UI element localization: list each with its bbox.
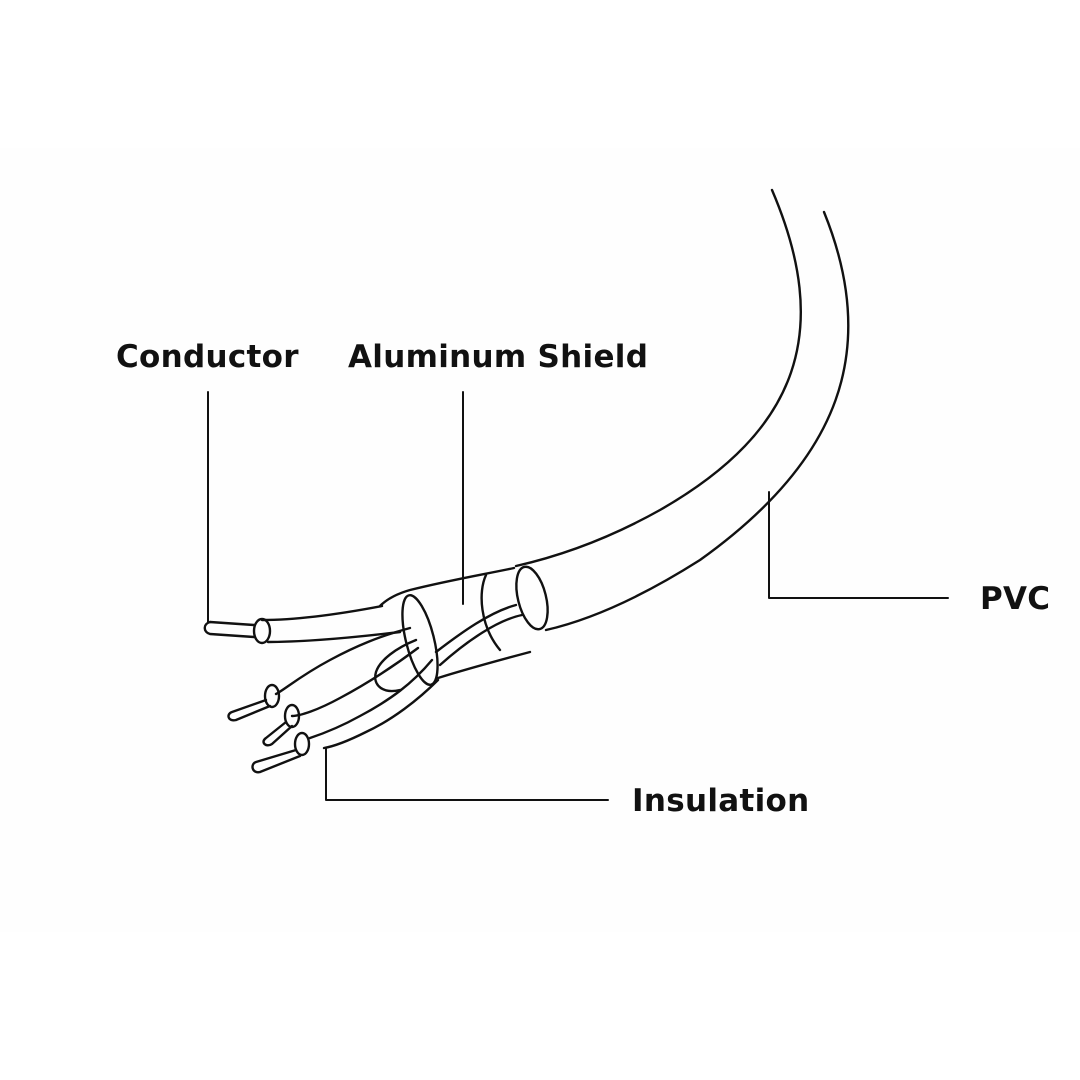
insulation-label: Insulation	[632, 783, 810, 819]
conductor-tip	[227, 698, 272, 722]
wire-end	[293, 731, 311, 757]
pvc-cut-end	[515, 565, 549, 631]
top-wire-insulation-top	[260, 604, 384, 622]
twisted-pair-outline	[274, 626, 412, 696]
twisted-pair	[274, 626, 440, 750]
top-wire-conductor	[203, 620, 256, 639]
conductor-label: Conductor	[116, 339, 299, 375]
aluminum-shield-label: Aluminum Shield	[348, 339, 649, 375]
twisted-pair-crossing	[374, 638, 418, 693]
top-wire	[203, 604, 402, 645]
pvc-top-edge	[514, 188, 802, 568]
twisted-pair-outline	[290, 646, 420, 718]
pvc-leader	[768, 491, 949, 599]
top-wire-insulation-bottom	[266, 630, 402, 644]
conductor-tip	[251, 748, 302, 774]
shield-top-edge	[378, 566, 516, 608]
conductor-tip	[262, 720, 294, 747]
shield-bottom-edge	[436, 650, 532, 680]
exposed-conductors	[227, 683, 311, 774]
pvc-jacket	[514, 188, 850, 632]
twisted-pair-outline	[322, 678, 440, 750]
top-wire-insulation-end	[252, 617, 272, 645]
diagram-panel	[0, 148, 1080, 932]
pvc-bottom-edge	[544, 210, 850, 632]
insulation-leader	[325, 747, 609, 801]
wire-end	[263, 683, 281, 709]
shield-wrap-stripe	[438, 613, 524, 667]
twisted-pair-outline	[308, 658, 434, 740]
pvc-label: PVC	[980, 581, 1051, 617]
shield-wrap-stripe	[434, 603, 518, 654]
shield-fold	[480, 573, 502, 652]
aluminum-shield	[378, 566, 532, 686]
leader-lines	[207, 391, 949, 801]
